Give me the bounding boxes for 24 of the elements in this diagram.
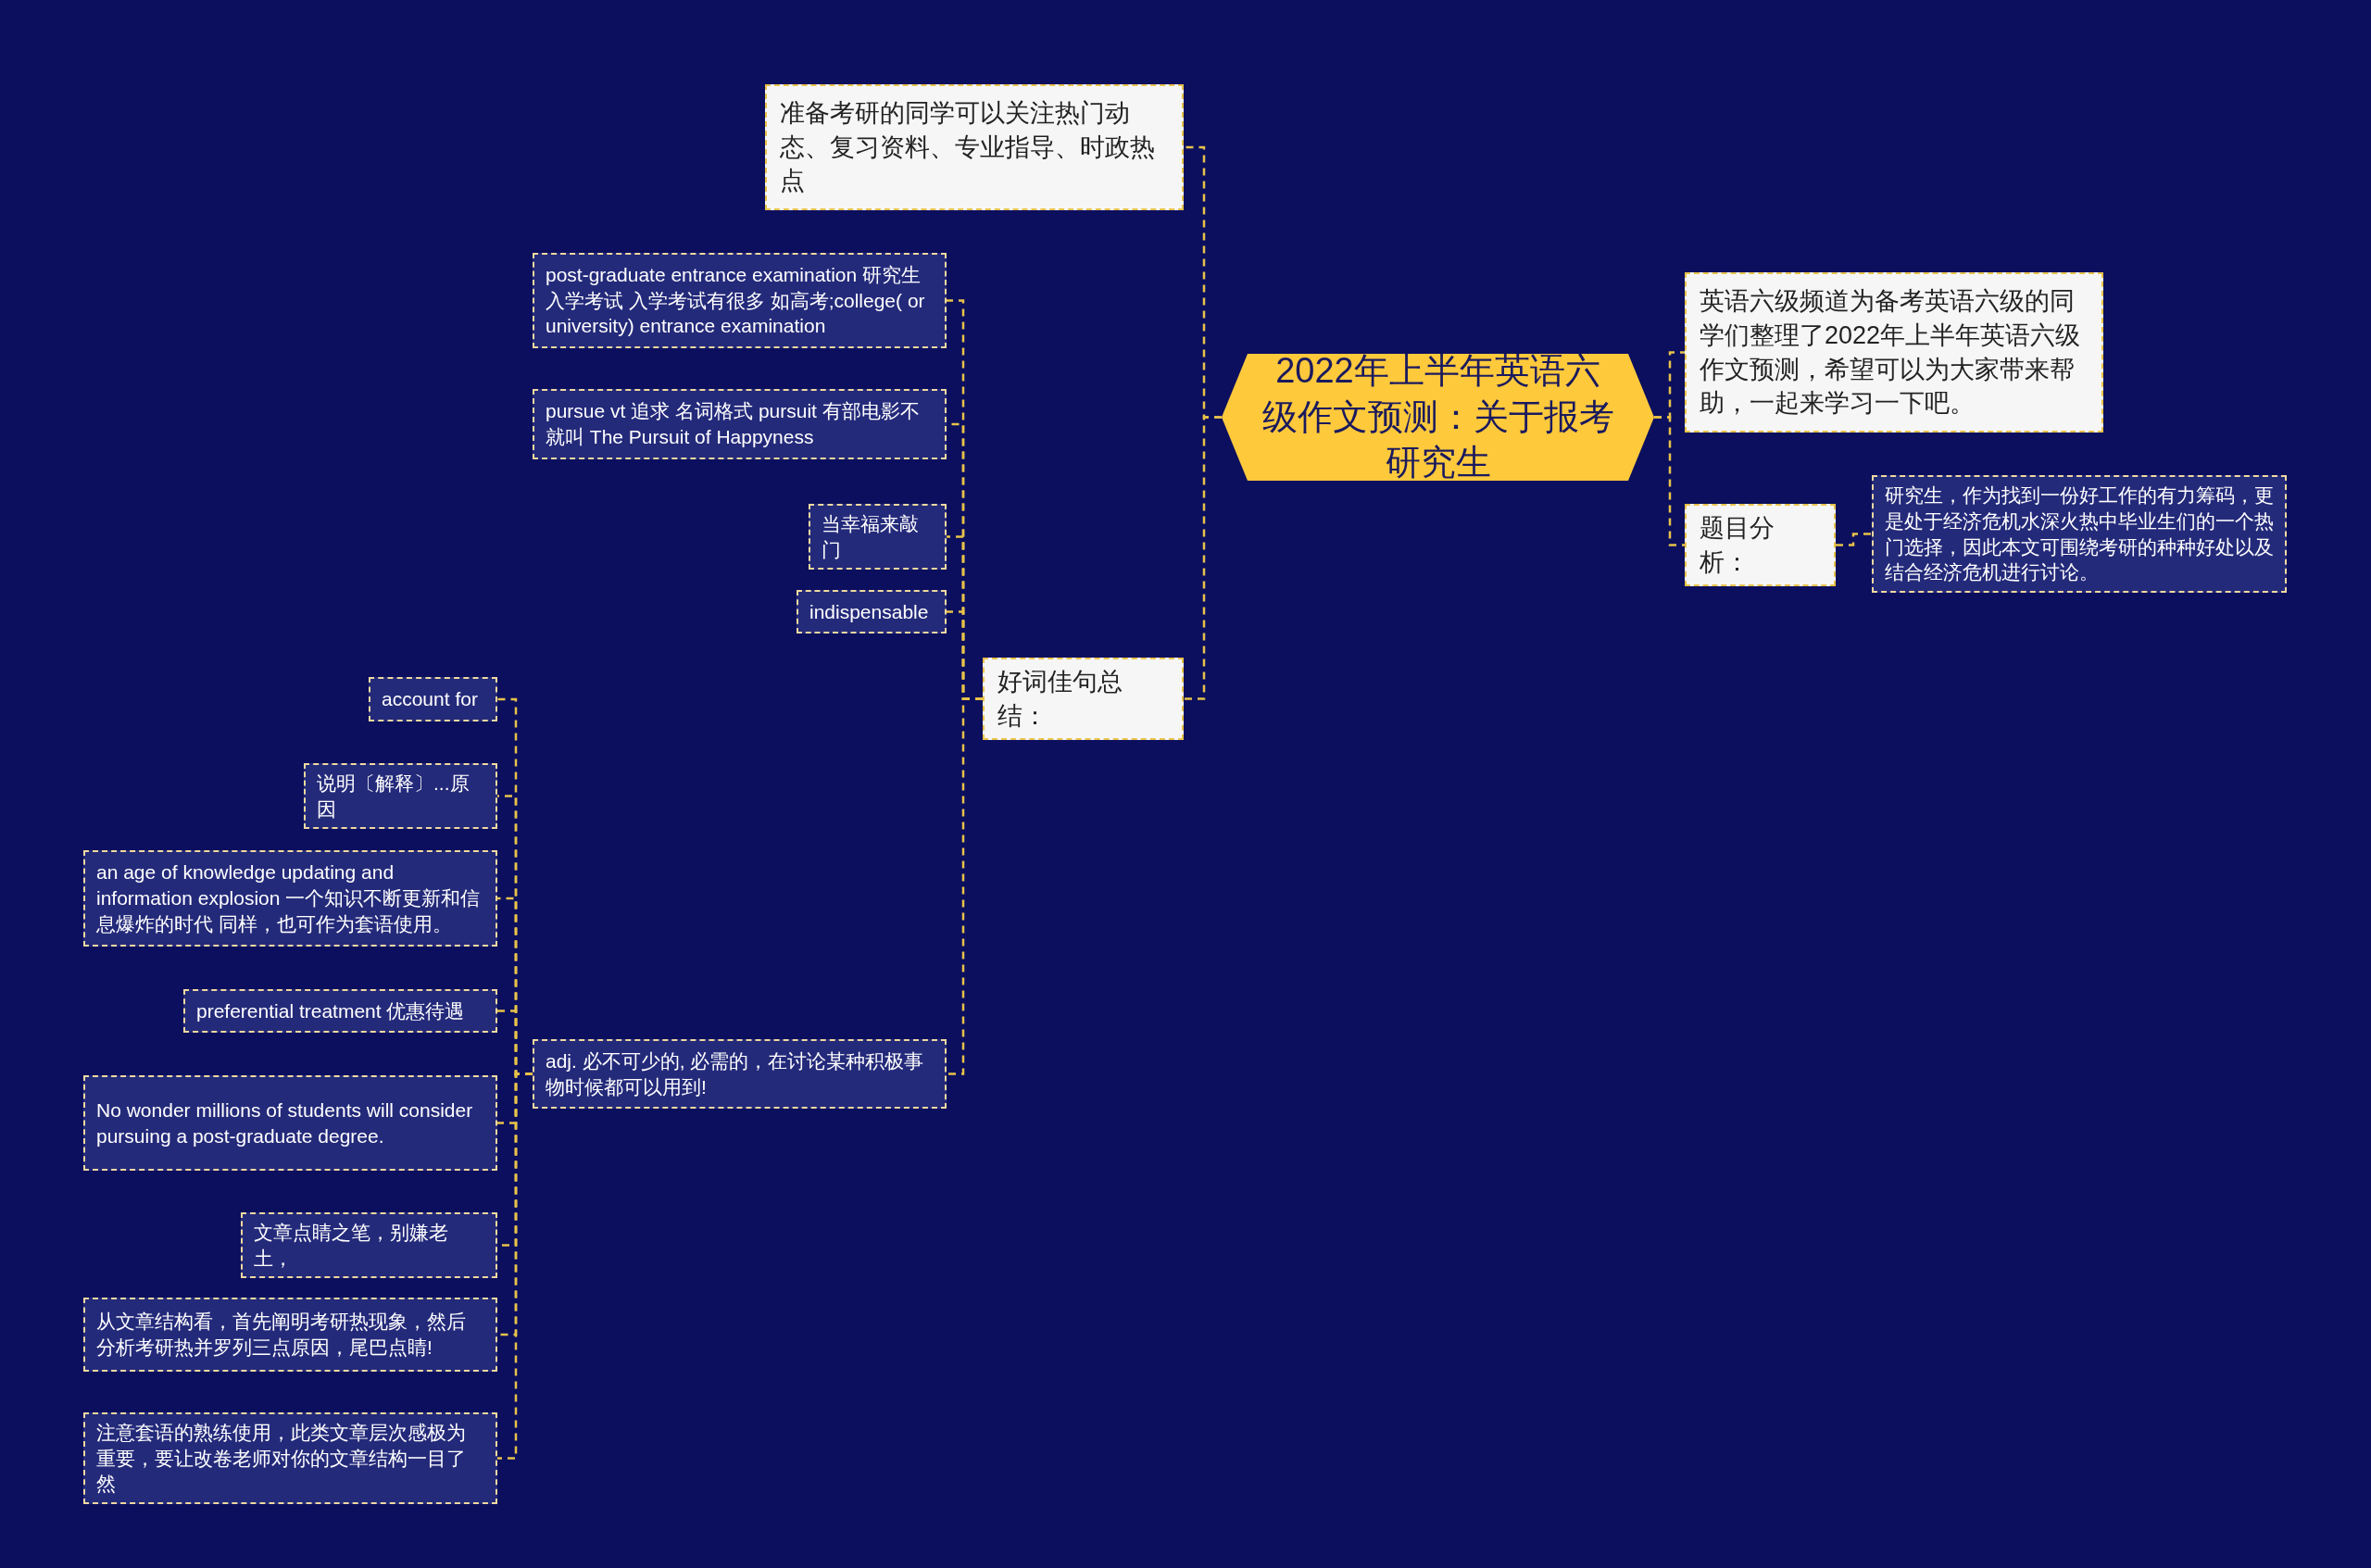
note-box: 注意套语的熟练使用，此类文章层次感极为重要，要让改卷老师对你的文章结构一目了然 bbox=[83, 1412, 497, 1505]
connector-line bbox=[947, 697, 983, 1075]
note-box: pursue vt 追求 名词格式 pursuit 有部电影不就叫 The Pursuit of Happyness bbox=[533, 389, 947, 459]
note-box: 研究生，作为找到一份好工作的有力筹码，更是处于经济危机水深火热中毕业生们的一个热门选择，因此本文可围绕考研的种种好处以及结合经济危机进行讨论。 bbox=[1872, 475, 2287, 593]
note-box: 文章点睛之笔，别嫌老土， bbox=[241, 1212, 497, 1279]
note-box: indispensable bbox=[797, 590, 947, 633]
note-box: 说明〔解释〕...原因 bbox=[304, 763, 497, 830]
note-box: No wonder millions of students will consider pursuing a post-graduate degree. bbox=[83, 1075, 497, 1171]
connector-line bbox=[1836, 533, 1872, 546]
note-box: 当幸福来敲门 bbox=[809, 504, 947, 571]
note-box: adj. 必不可少的, 必需的，在讨论某种积极事物时候都可以用到! bbox=[533, 1039, 947, 1109]
topic-box: 好词佳句总结： bbox=[983, 658, 1184, 741]
note-box: post-graduate entrance examination 研究生入学考试 入学考试有很多 如高考;college( or university) entrance examination bbox=[533, 253, 947, 348]
note-box: account for bbox=[369, 677, 497, 721]
central-topic-hexagon: 2022年上半年英语六级作文预测：关于报考研究生 bbox=[1222, 354, 1654, 481]
topic-box: 准备考研的同学可以关注热门动态、复习资料、专业指导、时政热点 bbox=[765, 84, 1184, 210]
connector-line bbox=[1654, 416, 1685, 546]
topic-box: 题目分析： bbox=[1685, 504, 1836, 587]
connector-line bbox=[497, 1073, 533, 1460]
note-box: 从文章结构看，首先阐明考研热现象，然后分析考研热并罗列三点原因，尾巴点睛! bbox=[83, 1298, 497, 1372]
connector-line bbox=[1184, 416, 1222, 700]
note-box: preferential treatment 优惠待遇 bbox=[183, 989, 497, 1033]
note-box: an age of knowledge updating and information explosion 一个知识不断更新和信息爆炸的时代 同样，也可作为套语使用。 bbox=[83, 850, 497, 947]
topic-box: 英语六级频道为备考英语六级的同学们整理了2022年上半年英语六级作文预测，希望可以为大家带来帮助，一起来学习一下吧。 bbox=[1685, 272, 2103, 433]
